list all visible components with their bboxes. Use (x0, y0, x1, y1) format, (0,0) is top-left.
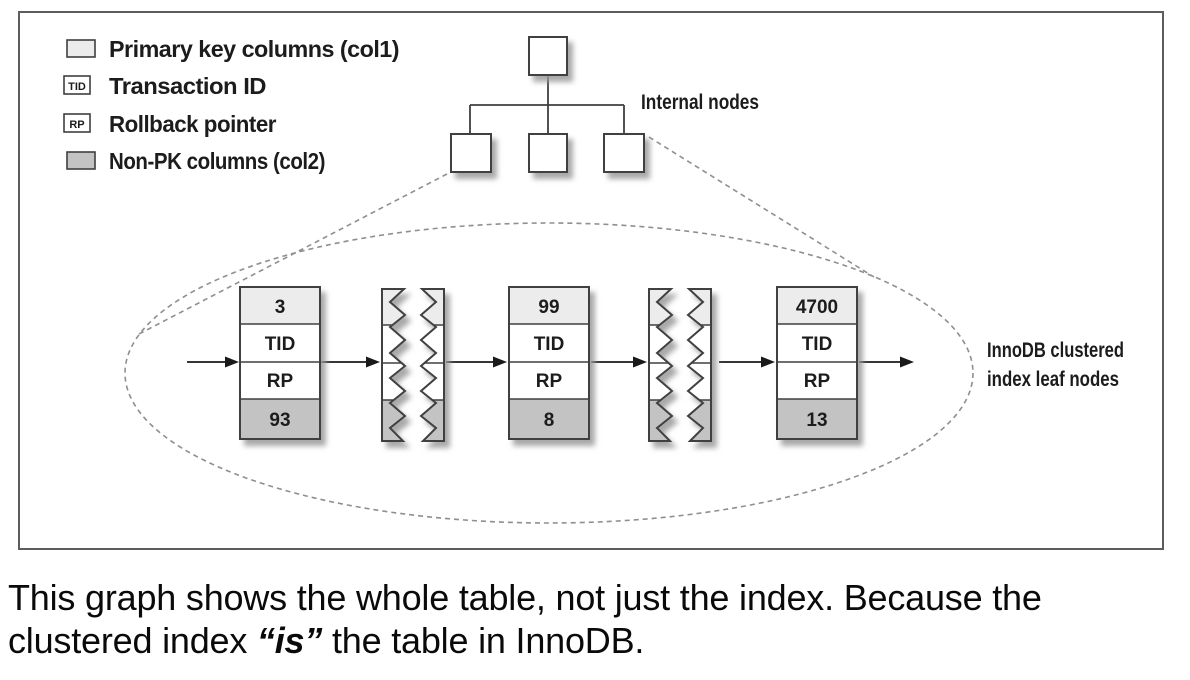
torn-strip-gap (381, 288, 445, 442)
record-nonpk-cell (777, 399, 857, 439)
arrow (719, 356, 775, 368)
legend-swatch-tid-text: TID (68, 81, 86, 93)
record-rp-cell (777, 362, 857, 399)
record-rp-label: RP (804, 371, 831, 392)
btree: Internal nodes (450, 36, 759, 173)
record-rp-cell (240, 362, 320, 399)
internal-nodes-label: Internal nodes (641, 91, 759, 114)
record-nonpk-cell (509, 399, 589, 439)
funnel-line-right (648, 136, 875, 278)
legend: Primary key columns (col1) TID Transacti… (63, 36, 400, 174)
record-rp-label: RP (267, 371, 294, 392)
record-tid-label: TID (802, 334, 833, 355)
record-pk-value: 3 (275, 297, 286, 318)
record-nonpk-value: 13 (806, 410, 827, 431)
record-pk-value: 4700 (796, 297, 838, 318)
record-box-2: 99 TID RP 8 (508, 286, 590, 440)
leaf-label-line2: index leaf nodes (987, 368, 1119, 391)
legend-label-pk: Primary key columns (col1) (109, 36, 399, 62)
arrow (187, 356, 239, 368)
tree-root-node (528, 36, 568, 76)
record-pk-value: 99 (538, 297, 559, 318)
legend-swatch-pk (66, 39, 96, 58)
record-rp-cell (509, 362, 589, 399)
funnel-line-left (138, 173, 448, 335)
record-nonpk-value: 93 (269, 410, 290, 431)
leaf-label-line1: InnoDB clustered (987, 339, 1124, 362)
record-tid-label: TID (534, 334, 565, 355)
zoom-ellipse (124, 222, 974, 524)
arrow (591, 356, 647, 368)
record-nonpk-value: 8 (544, 410, 555, 431)
record-box-3: 4700 TID RP 13 (776, 286, 858, 440)
caption-line1: This graph shows the whole table, not ju… (8, 577, 1042, 618)
record-pk-cell (777, 287, 857, 324)
record-tid-cell (509, 324, 589, 362)
arrow (446, 356, 507, 368)
record-tid-label: TID (265, 334, 296, 355)
figure-box: Primary key columns (col1) TID Transacti… (18, 11, 1164, 550)
record-pk-cell (240, 287, 320, 324)
legend-label-rp: Rollback pointer (109, 111, 277, 137)
record-box-1: 3 TID RP 93 (239, 286, 321, 440)
record-tid-cell (240, 324, 320, 362)
caption-line2-pre: clustered index (8, 620, 257, 661)
torn-strip-gap (648, 288, 712, 442)
linked-list-arrows (187, 356, 914, 368)
arrow (859, 356, 914, 368)
record-pk-cell (509, 287, 589, 324)
legend-swatch-rp (63, 113, 91, 133)
caption: This graph shows the whole table, not ju… (8, 576, 1190, 662)
arrow (320, 356, 380, 368)
tree-child-node (603, 133, 645, 173)
legend-label-tid: Transaction ID (109, 73, 266, 99)
legend-label-nonpk: Non-PK columns (col2) (109, 148, 325, 174)
caption-line2-post: the table in InnoDB. (322, 620, 645, 661)
tree-child-node (528, 133, 568, 173)
legend-swatch-nonpk (66, 151, 96, 170)
record-nonpk-cell (240, 399, 320, 439)
legend-swatch-rp-text: RP (69, 119, 84, 131)
record-rp-label: RP (536, 371, 563, 392)
leaf-nodes-label: InnoDB clustered index leaf nodes (987, 339, 1124, 391)
record-tid-cell (777, 324, 857, 362)
legend-swatch-tid (63, 75, 91, 95)
tree-child-node (450, 133, 492, 173)
caption-emphasis: “is” (256, 620, 323, 661)
